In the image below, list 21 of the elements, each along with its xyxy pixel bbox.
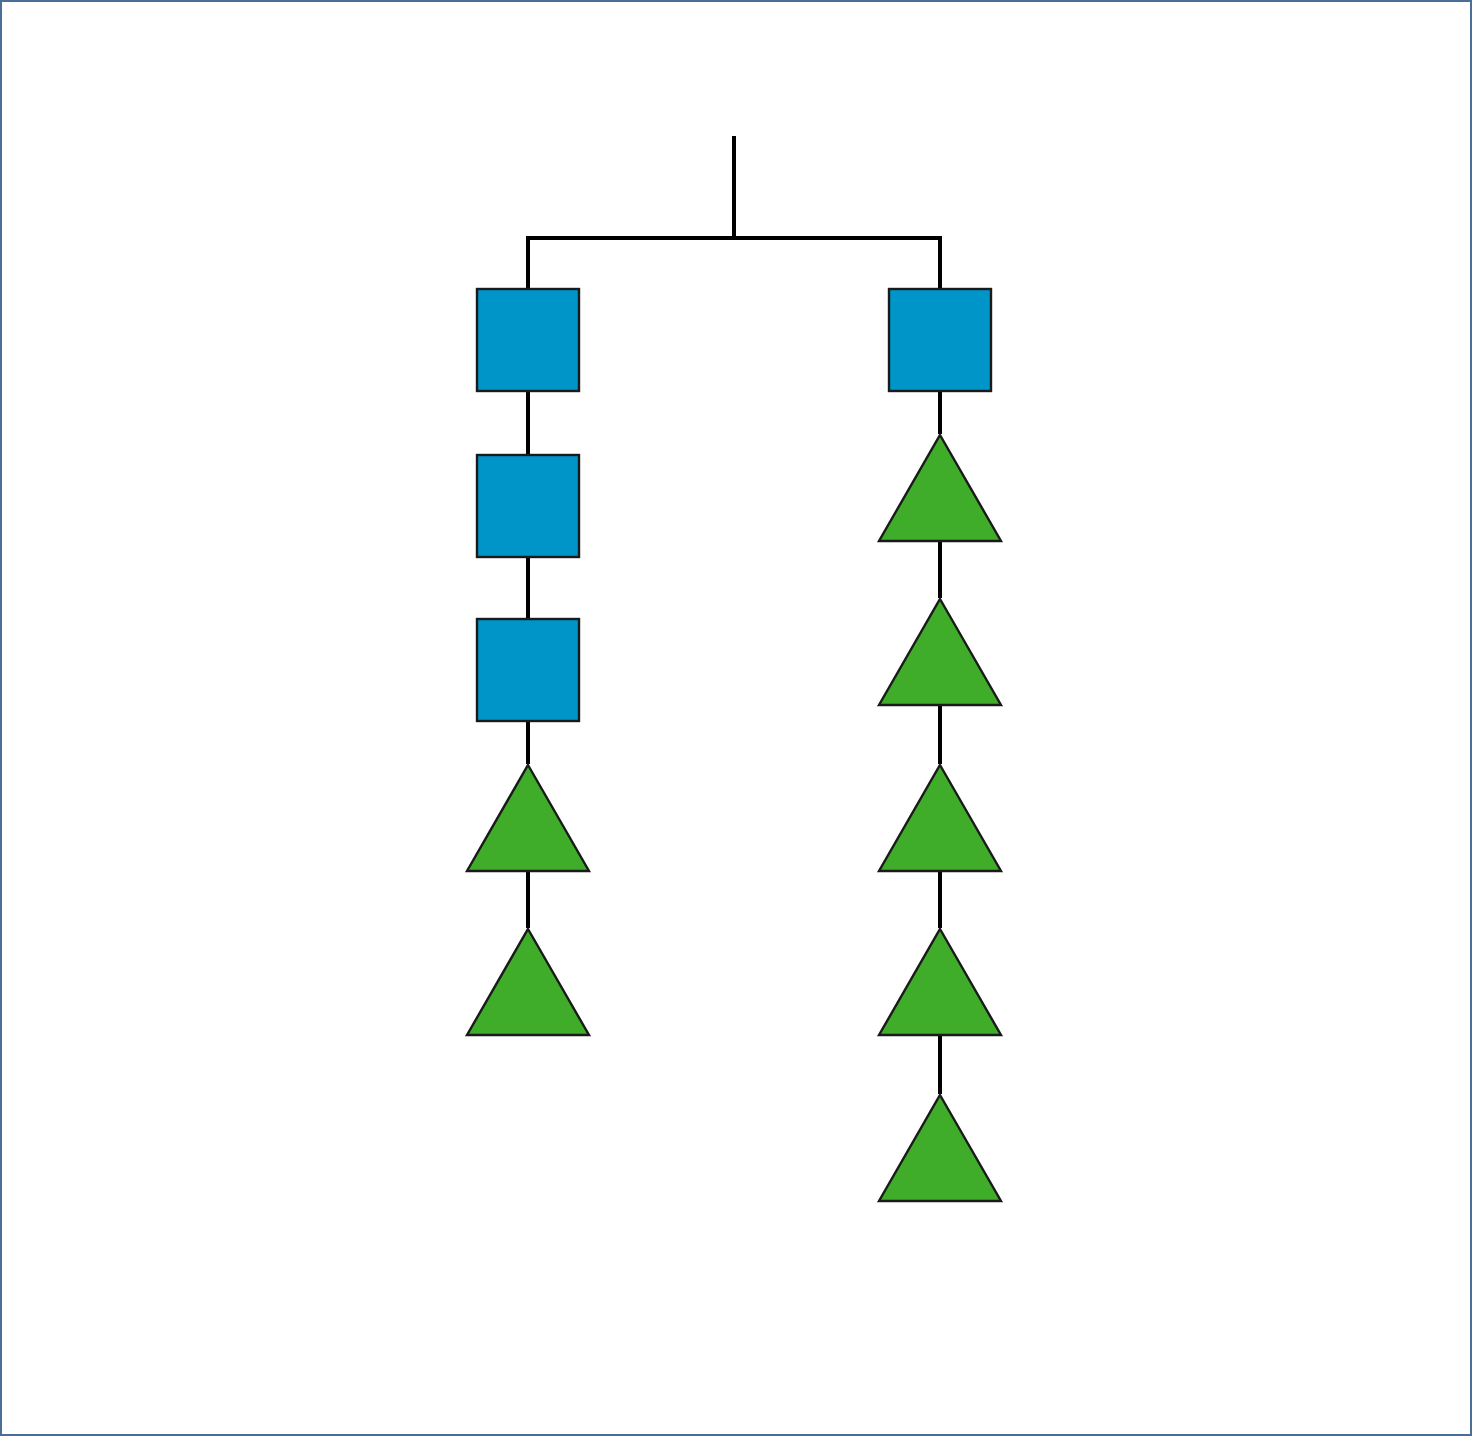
- hanging-line: [938, 706, 942, 764]
- hanging-line: [938, 392, 942, 434]
- triangle-weight: [878, 928, 1002, 1036]
- hanging-line: [526, 392, 530, 454]
- triangle-weight: [466, 928, 590, 1036]
- triangle-weight: [878, 1094, 1002, 1202]
- hanging-line: [938, 872, 942, 928]
- square-weight: [476, 618, 580, 722]
- hanging-line: [526, 558, 530, 618]
- hanging-line: [526, 872, 530, 928]
- hanging-line: [526, 722, 530, 764]
- triangle-weight: [466, 764, 590, 872]
- triangle-weight: [878, 598, 1002, 706]
- square-weight: [476, 288, 580, 392]
- hanging-line: [938, 1036, 942, 1094]
- hanging-line: [938, 542, 942, 598]
- triangle-weight: [878, 434, 1002, 542]
- triangle-weight: [878, 764, 1002, 872]
- hanging-line: [732, 136, 942, 288]
- square-weight: [476, 454, 580, 558]
- square-weight: [888, 288, 992, 392]
